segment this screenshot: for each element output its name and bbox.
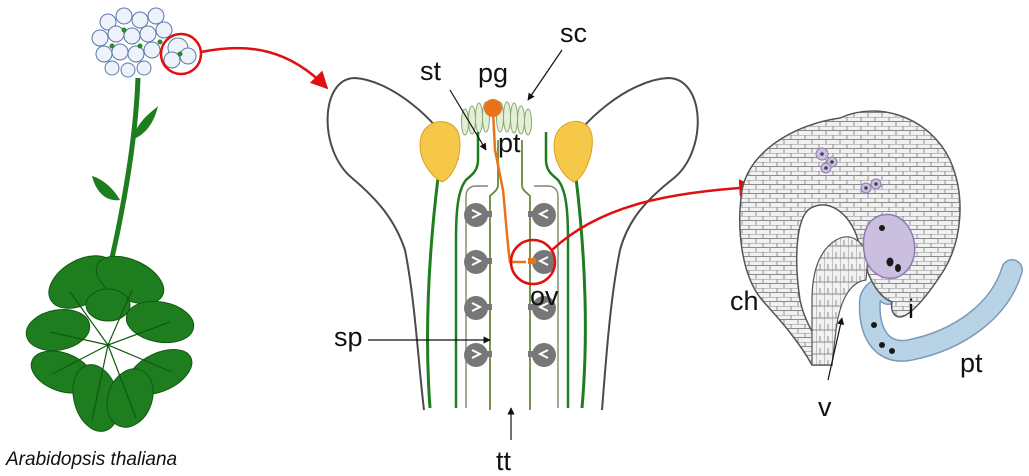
label-ov: ov xyxy=(530,281,559,311)
label-tt: tt xyxy=(496,446,512,476)
rosette xyxy=(23,245,199,437)
left-stamen-filament xyxy=(428,178,438,408)
species-caption: Arabidopsis thaliana xyxy=(5,449,177,470)
ovule xyxy=(464,343,492,367)
septum xyxy=(490,140,530,410)
ovule xyxy=(464,203,492,227)
ovule xyxy=(464,296,492,320)
label-pt-ovule: pt xyxy=(960,348,983,378)
label-pg: pg xyxy=(478,58,508,88)
label-v: v xyxy=(818,392,832,422)
label-i: i xyxy=(908,294,914,324)
rosette-leaf xyxy=(86,289,130,321)
ovule-detail: ch i pt v xyxy=(730,111,1012,422)
rosette-leaf xyxy=(123,296,197,347)
label-sc: sc xyxy=(560,18,587,48)
pollen-grain xyxy=(484,99,502,117)
label-ch: ch xyxy=(730,286,759,316)
left-anther xyxy=(420,122,460,182)
cauline-leaf xyxy=(92,176,120,200)
label-st: st xyxy=(420,56,442,86)
ovule xyxy=(528,343,556,367)
sc-leader xyxy=(528,50,562,100)
label-pt-pistil: pt xyxy=(498,128,521,158)
right-stamen-filament xyxy=(576,178,585,408)
ovule xyxy=(464,250,492,274)
inflorescence xyxy=(92,8,196,77)
flower-to-pistil-arrow xyxy=(201,48,327,88)
ovule xyxy=(528,203,556,227)
pistil-section: st pg sc pt ov sp tt xyxy=(328,18,755,476)
embryo-sac xyxy=(863,214,914,278)
arabidopsis-plant: Arabidopsis thaliana xyxy=(5,8,327,470)
label-sp: sp xyxy=(334,322,363,352)
right-anther xyxy=(554,121,592,182)
rosette-leaf xyxy=(23,305,93,356)
ovule xyxy=(528,250,556,274)
